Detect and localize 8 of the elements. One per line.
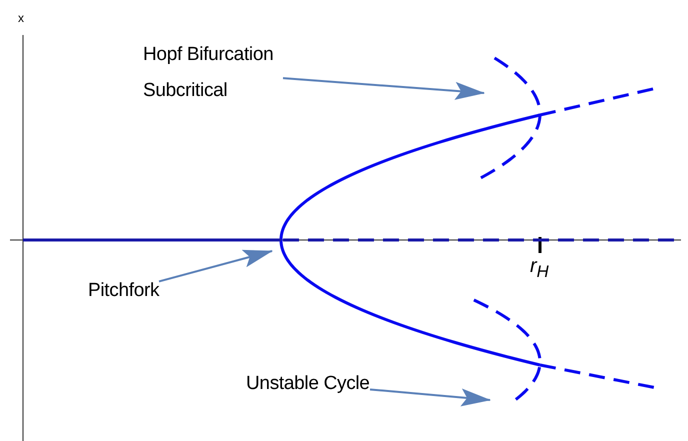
- arrow: [158, 250, 273, 282]
- axis-label: x: [18, 11, 24, 25]
- annotation-label: Hopf Bifurcation Subcritical: [143, 37, 283, 109]
- annotation-label: Pitchfork: [88, 280, 160, 302]
- arrow: [370, 388, 491, 406]
- annotation-label: Unstable Cycle: [246, 373, 370, 395]
- arrow: [282, 77, 485, 100]
- axis-tick-label: r$_{H}$: [530, 255, 549, 282]
